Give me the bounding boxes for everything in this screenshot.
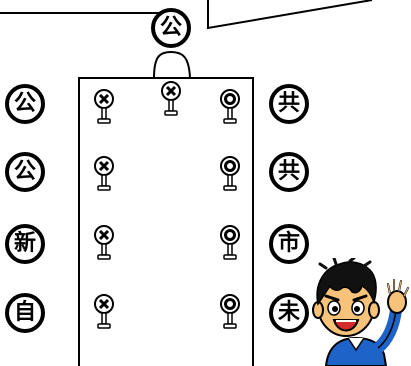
left-member-3-nay-marker xyxy=(93,224,115,262)
left-member-4-badge: 自 xyxy=(5,293,45,333)
right-member-4-badge: 未 xyxy=(269,293,309,333)
right-member-3-badge: 市 xyxy=(269,224,309,264)
left-member-4-nay-marker xyxy=(93,293,115,331)
right-member-4-yea-marker xyxy=(219,293,241,331)
right-member-1-badge: 共 xyxy=(269,84,309,124)
right-member-1-yea-marker xyxy=(219,88,241,126)
left-member-1-nay-marker xyxy=(93,88,115,126)
chair-vote-nay-marker xyxy=(160,80,182,118)
waving-boy-illustration xyxy=(306,258,410,366)
left-member-2-badge: 公 xyxy=(5,152,45,192)
left-member-3-badge: 新 xyxy=(5,224,45,264)
left-member-2-nay-marker xyxy=(93,155,115,193)
left-member-1-badge: 公 xyxy=(5,84,45,124)
right-member-3-yea-marker xyxy=(219,224,241,262)
right-member-2-badge: 共 xyxy=(269,152,309,192)
right-member-2-yea-marker xyxy=(219,155,241,193)
